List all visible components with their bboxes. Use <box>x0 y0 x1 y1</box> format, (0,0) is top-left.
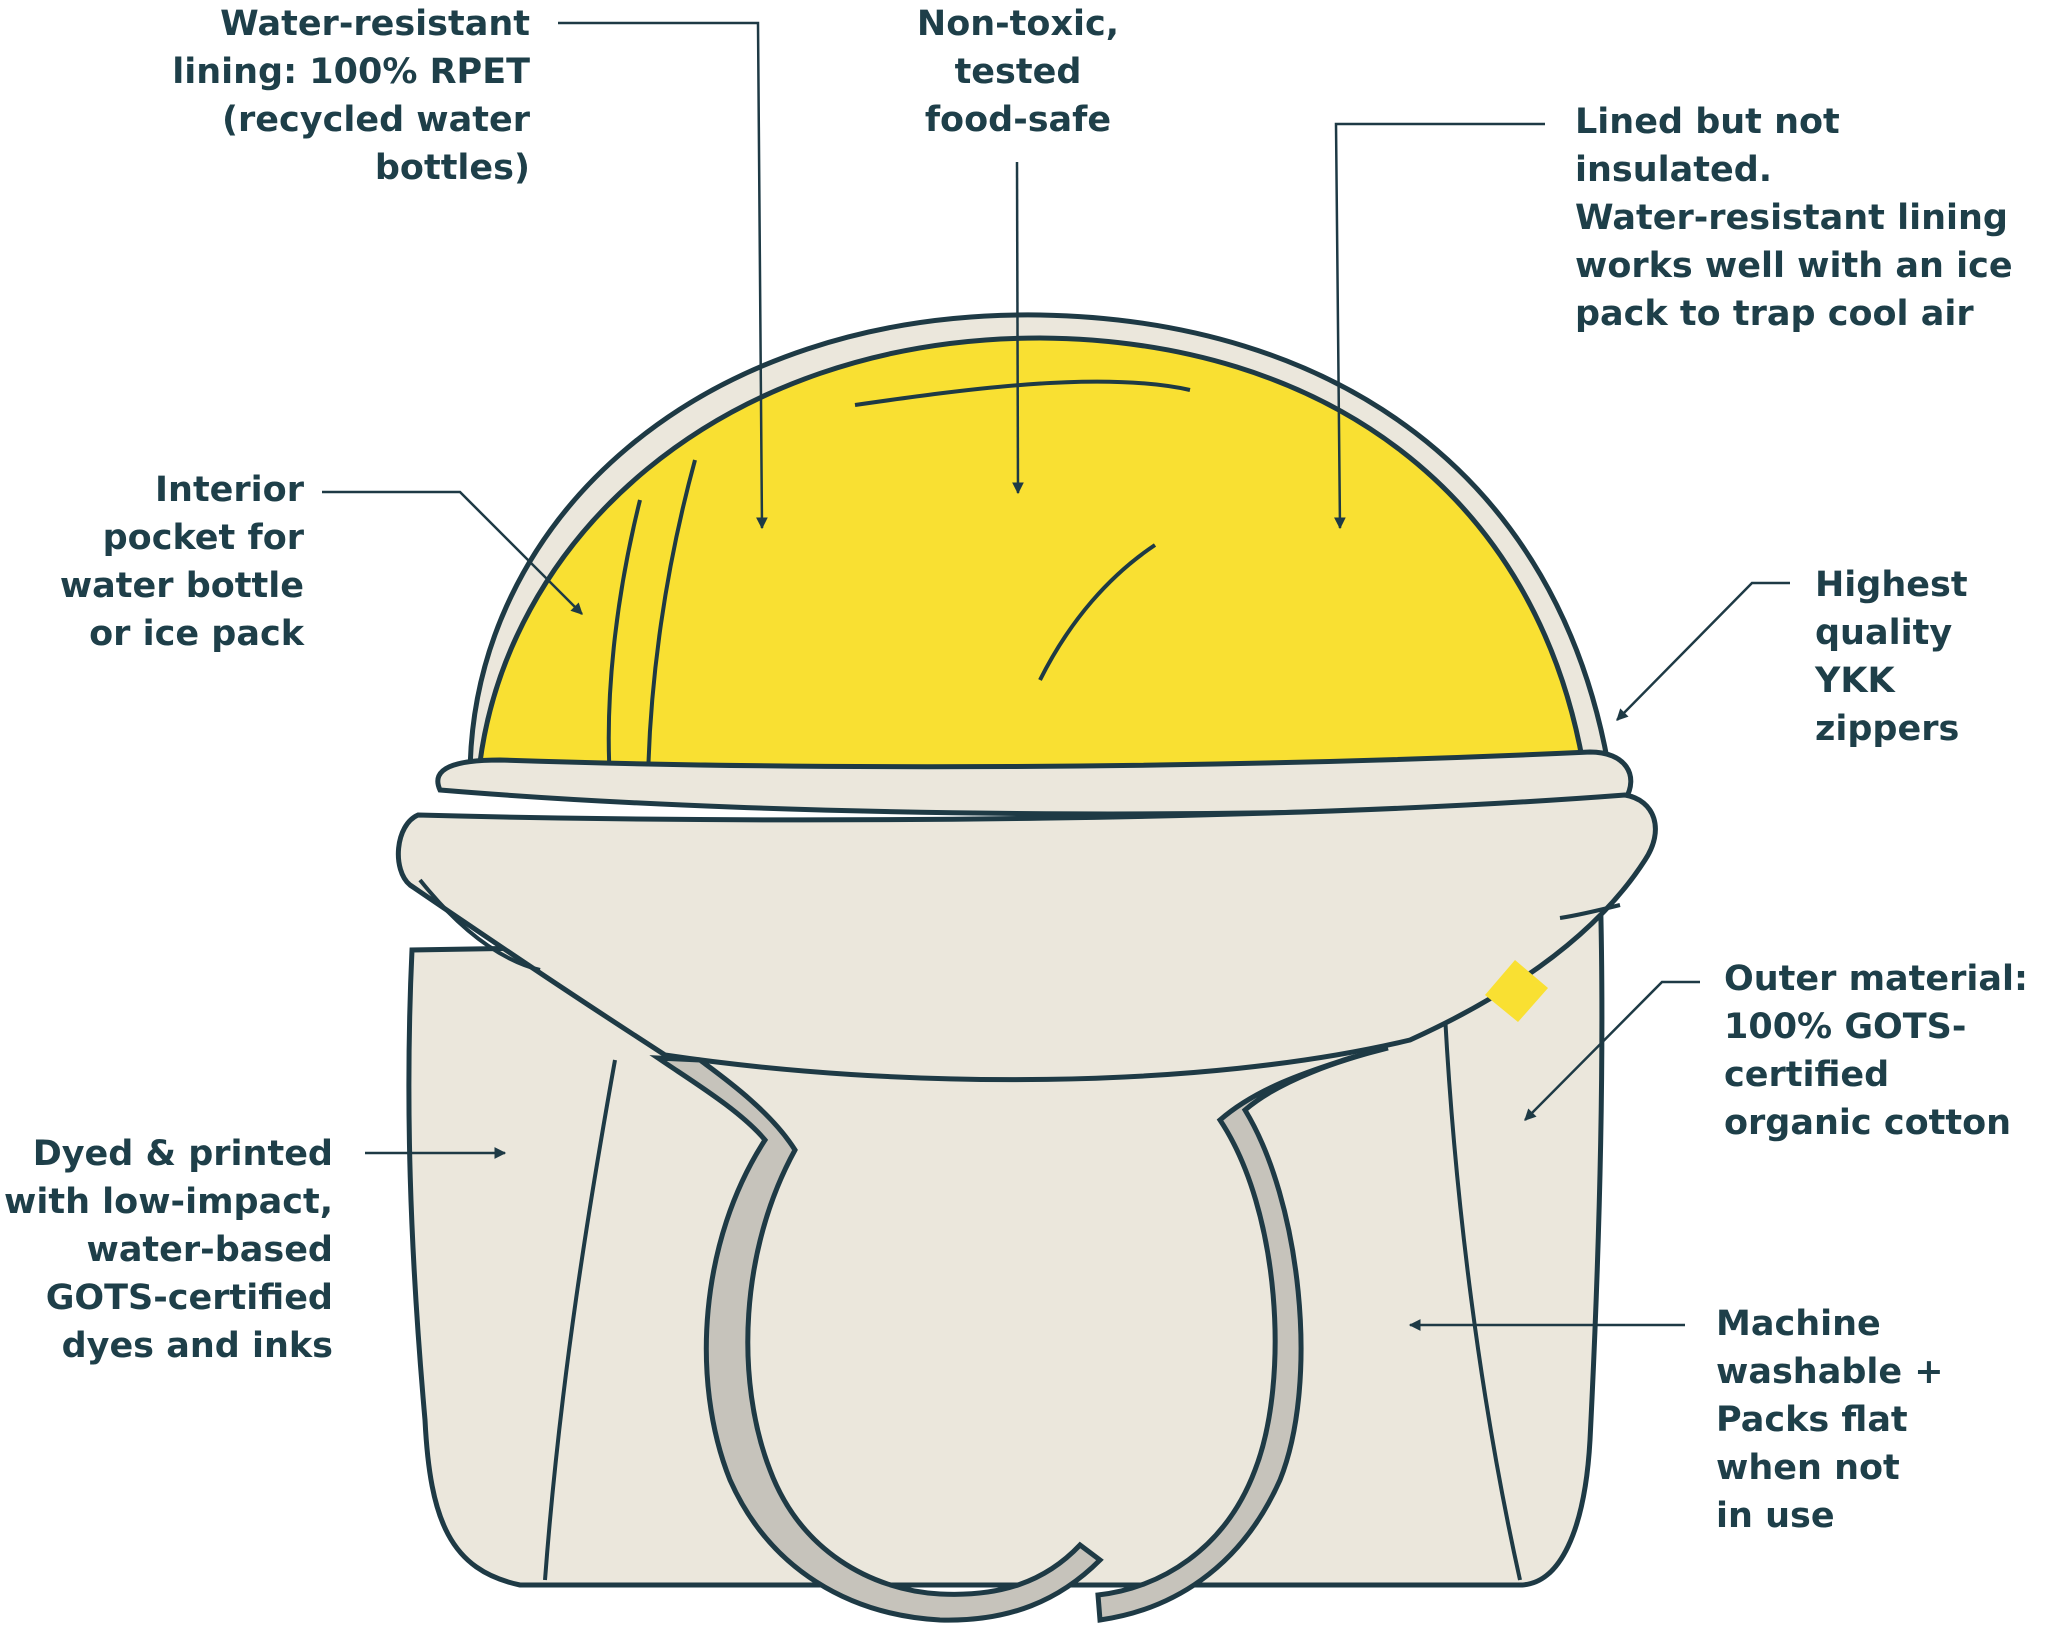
zipper-rim <box>435 749 1634 817</box>
leader-interior-pocket <box>322 490 583 615</box>
handle-right <box>1095 1045 1389 1623</box>
lining-crease <box>1038 543 1157 681</box>
callout-lined-not-insulated: Lined but not insulated. Water-resistant… <box>1575 102 2013 334</box>
yellow-lining <box>475 335 1588 783</box>
leader-non-toxic <box>1012 161 1024 495</box>
leader-lined-not-insulated <box>1334 122 1545 530</box>
leader-water-resistant-lining <box>558 21 768 530</box>
handle-left <box>649 1055 1104 1623</box>
leader-outer-material <box>1524 980 1700 1121</box>
lining-crease <box>854 379 1191 407</box>
side-seam-right <box>1443 1014 1522 1581</box>
callout-outer-material: Outer material: 100% GOTS- certified org… <box>1724 959 2029 1143</box>
callout-non-toxic: Non-toxic, tested food-safe <box>916 4 1120 140</box>
callout-water-resistant-lining: Water-resistant lining: 100% RPET (recyc… <box>172 4 530 188</box>
collar-crease <box>1559 903 1621 920</box>
callout-ykk-zippers: Highest quality YKK zippers <box>1815 565 1968 749</box>
brand-tag <box>1485 960 1548 1022</box>
callout-dyed-printed: Dyed & printed with low-impact, water-ba… <box>4 1134 333 1366</box>
interior-pocket-line <box>606 499 642 781</box>
callout-interior-pocket: Interior pocket for water bottle or ice … <box>59 470 304 654</box>
bag-collar <box>395 792 1658 1083</box>
leader-ykk-zippers <box>1616 581 1790 721</box>
collar-crease <box>418 878 541 972</box>
callout-machine-washable: Machine washable + Packs flat when not i… <box>1716 1304 1944 1536</box>
interior-pocket-line <box>646 459 697 781</box>
side-seam-left <box>543 1059 617 1581</box>
